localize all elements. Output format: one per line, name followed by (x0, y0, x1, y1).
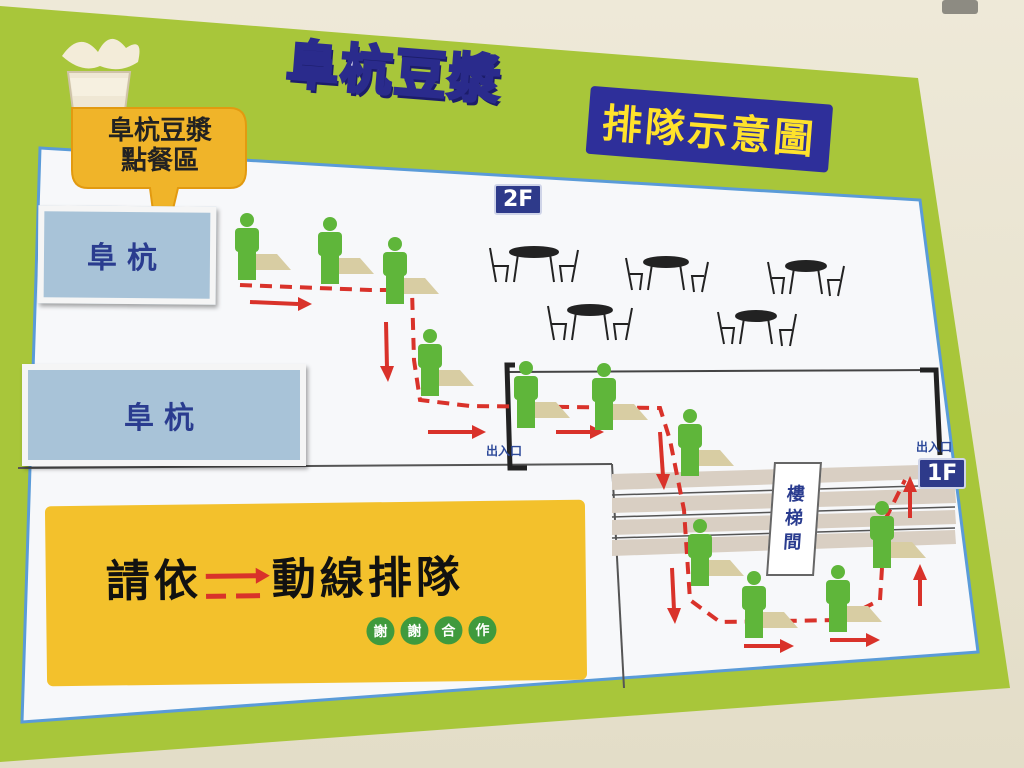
shop-sign-upper: 阜杭 (37, 205, 217, 305)
soymilk-cup-icon (62, 38, 140, 119)
arrow-icon (249, 297, 927, 653)
entrance-label-right: 出入口 (916, 440, 953, 454)
stairwell-char-3: 間 (782, 532, 803, 553)
title-main: 阜杭豆漿 (283, 33, 506, 113)
instruction-after: 動線排隊 (271, 552, 465, 606)
stairwell-label: 樓 梯 間 (766, 462, 822, 576)
dashed-arrow-icon (205, 567, 270, 599)
thanks-char-1: 謝 (366, 617, 395, 646)
stairwell-char-2: 梯 (784, 508, 804, 529)
table-icon (489, 246, 845, 347)
shop-sign-lower: 阜杭 (22, 364, 306, 466)
thanks-char-2: 謝 (400, 616, 429, 645)
instruction-box: 請依 動線排隊 謝 謝 合 作 (44, 499, 588, 687)
thanks-char-3: 合 (434, 616, 463, 645)
instruction-before: 請依 (105, 555, 203, 608)
instruction-text: 請依 動線排隊 (105, 541, 465, 609)
floor-tag-1f: 1F (918, 458, 967, 489)
stairwell-char-1: 樓 (785, 484, 806, 505)
floor-tag-2f: 2F (494, 184, 543, 215)
thanks-char-4: 作 (468, 615, 497, 645)
wall-screw (942, 0, 978, 14)
order-bubble (71, 107, 247, 265)
thanks-badges: 謝 謝 合 作 (366, 615, 497, 646)
entrance-label-left: 出入口 (486, 444, 523, 458)
person-icon (235, 213, 926, 638)
order-area-line1: 阜杭豆漿 (107, 116, 212, 146)
order-area-line2: 點餐區 (120, 146, 199, 176)
order-area-label: 阜杭豆漿 點餐區 (78, 116, 242, 176)
title-sub: 排隊示意圖 (585, 85, 834, 173)
